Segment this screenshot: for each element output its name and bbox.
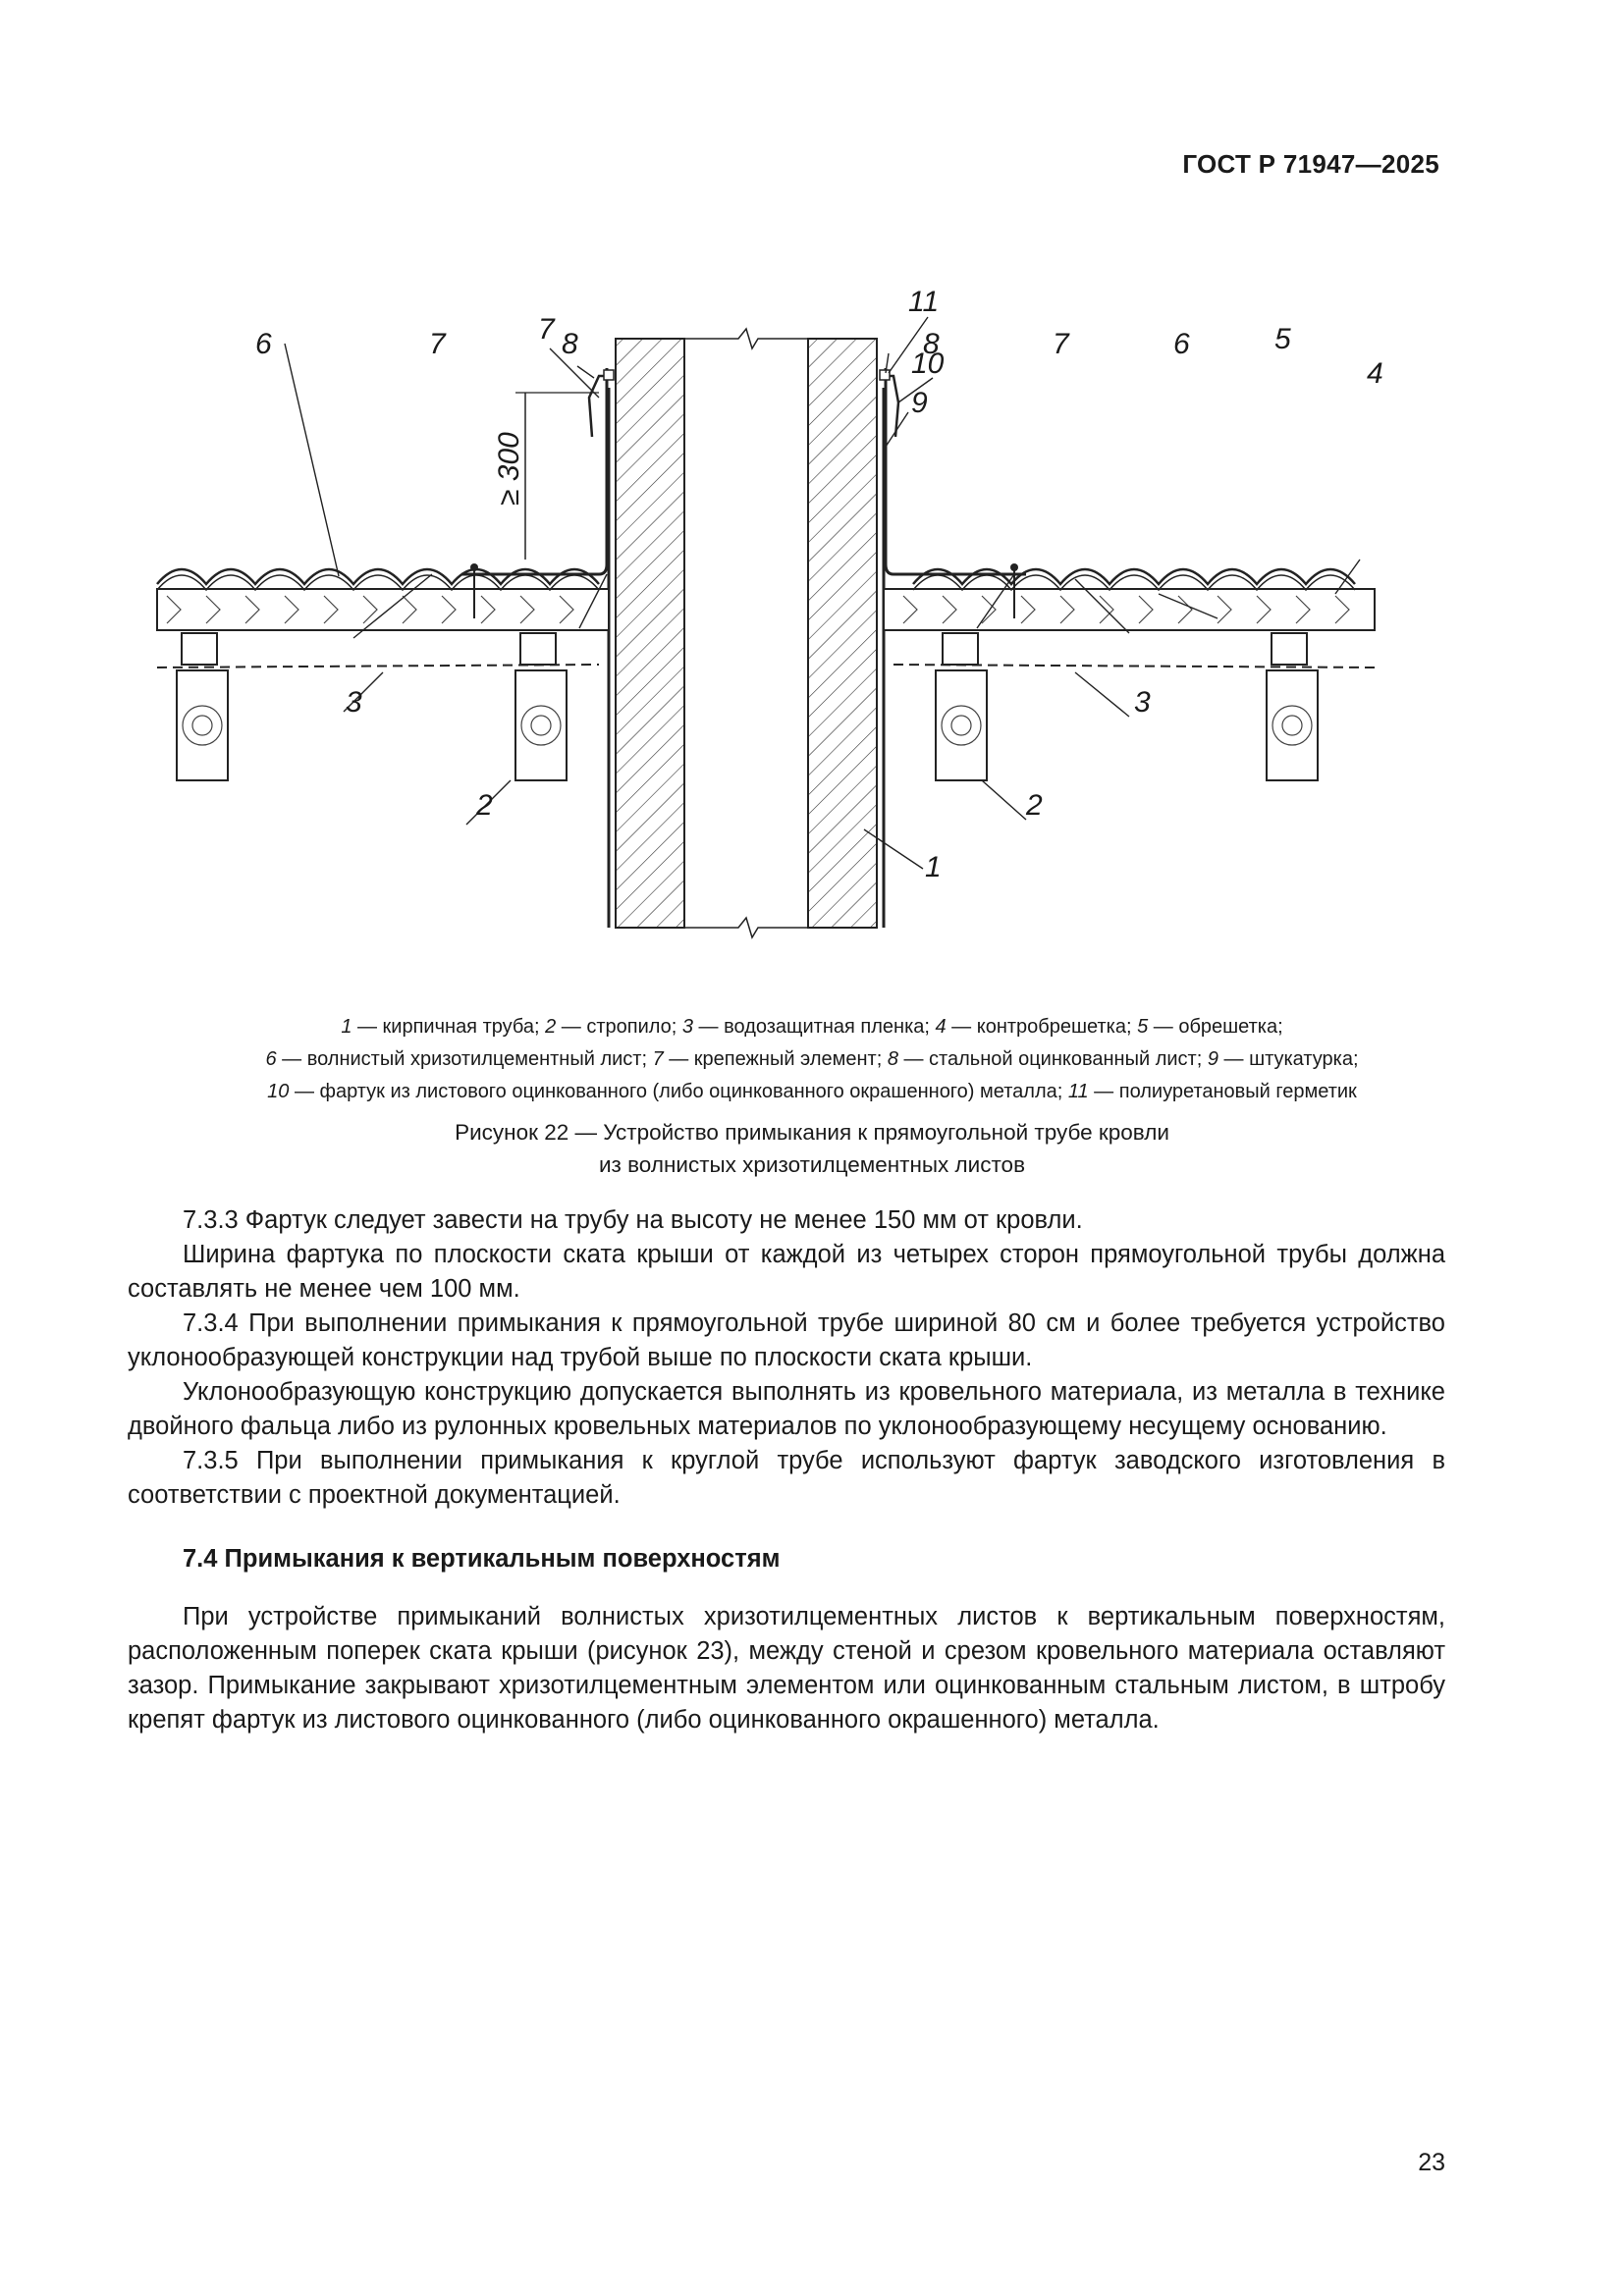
page-number: 23	[1418, 2149, 1445, 2176]
document-header: ГОСТ Р 71947—2025	[1182, 149, 1439, 179]
rafter-right-2	[1266, 669, 1319, 781]
label-7-left: 7	[429, 328, 447, 360]
steel-sheet-left	[461, 368, 609, 576]
apron-right	[886, 374, 900, 438]
waterproofing-film-left	[156, 664, 600, 668]
label-6-right: 6	[1173, 328, 1190, 360]
label-3-left: 3	[346, 686, 362, 719]
roof-deck-right	[883, 588, 1376, 631]
chimney-left-wall	[615, 338, 685, 929]
label-3-right: 3	[1134, 686, 1151, 719]
label-7-top: 7	[538, 313, 556, 346]
label-6-left: 6	[255, 328, 272, 360]
body-text: 7.3.3 Фартук следует завести на трубу на…	[128, 1203, 1445, 1737]
figure-legend: 1 — кирпичная труба; 2 — стропило; 3 — в…	[147, 1011, 1477, 1108]
chimney-right-wall	[807, 338, 878, 929]
label-9: 9	[911, 387, 928, 419]
corrugated-sheet-left	[156, 567, 600, 586]
paragraph-7-4: При устройстве примыканий волнистых хриз…	[128, 1603, 1445, 1734]
waterproofing-film-right	[893, 664, 1376, 668]
paragraph-7-3-5: 7.3.5 При выполнении примыкания к кругло…	[128, 1447, 1445, 1509]
label-2-right: 2	[1025, 789, 1043, 822]
bottom-break-line	[684, 916, 808, 939]
label-8-left: 8	[562, 328, 578, 360]
label-11: 11	[908, 286, 939, 318]
legend-line-1: 1 — кирпичная труба; 2 — стропило; 3 — в…	[341, 1016, 1283, 1038]
roof-deck-left	[156, 588, 610, 631]
section-heading-7-4: 7.4 Примыкания к вертикальным поверхност…	[183, 1545, 781, 1573]
label-5: 5	[1274, 323, 1291, 355]
paragraph-apron-width: Ширина фартука по плоскости ската крыши …	[128, 1241, 1445, 1303]
label-4: 4	[1367, 357, 1383, 390]
steel-sheet-right	[884, 368, 1026, 576]
figure-caption: Рисунок 22 — Устройство примыкания к пря…	[147, 1116, 1477, 1181]
rafter-left-1	[176, 669, 229, 781]
top-break-line	[684, 327, 808, 350]
label-7-right: 7	[1053, 328, 1070, 360]
dim-label: ≥ 300	[493, 432, 525, 506]
figure-22-drawing: ≥ 300	[137, 280, 1414, 987]
legend-line-3: 10 — фартук из листового оцинкованного (…	[267, 1081, 1357, 1102]
paragraph-slope-structure: Уклонообразующую конструкцию допускается…	[128, 1378, 1445, 1440]
rafter-left-2	[514, 669, 568, 781]
label-10: 10	[911, 347, 945, 380]
label-1: 1	[925, 851, 942, 883]
label-2-left: 2	[475, 789, 493, 822]
caption-line-2: из волнистых хризотилцементных листов	[598, 1152, 1026, 1177]
legend-line-2: 6 — волнистый хризотилцементный лист; 7 …	[265, 1048, 1359, 1070]
chimney-junction-diagram: ≥ 300	[156, 286, 1383, 939]
corrugated-sheet-right	[912, 567, 1356, 586]
paragraph-7-3-4: 7.3.4 При выполнении примыкания к прямоу…	[128, 1309, 1445, 1371]
paragraph-7-3-3: 7.3.3 Фартук следует завести на трубу на…	[183, 1206, 1083, 1234]
rafter-right-1	[935, 669, 988, 781]
apron-left	[587, 374, 607, 438]
caption-line-1: Рисунок 22 — Устройство примыкания к пря…	[455, 1120, 1169, 1145]
label-8-right: 8	[923, 328, 940, 360]
